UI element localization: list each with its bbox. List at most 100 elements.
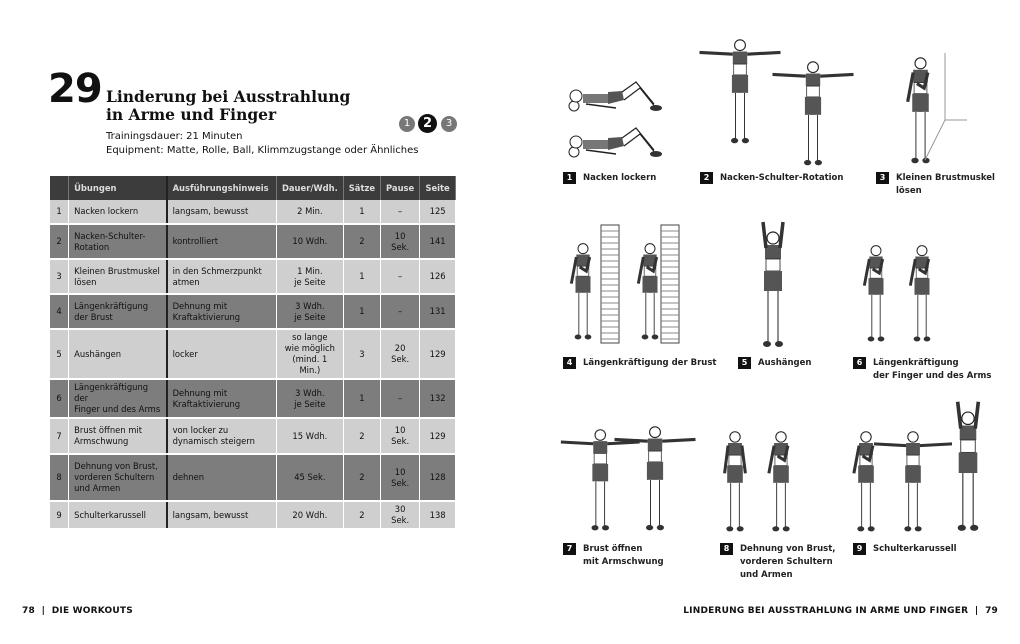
- exercise-number: 1: [563, 172, 576, 184]
- table-cell: –: [380, 259, 421, 295]
- table-cell: 5: [50, 329, 70, 380]
- table-cell: 2 Min.: [276, 200, 344, 225]
- table-cell: 30 Sek.: [380, 501, 421, 530]
- table-cell: 1: [343, 200, 382, 225]
- table-cell: –: [380, 379, 421, 419]
- exercise-caption: 5 Aushängen: [738, 357, 811, 370]
- table-cell: langsam, bewusst: [166, 200, 277, 225]
- equipment: Equipment: Matte, Rolle, Ball, Klimmzugs…: [106, 145, 419, 156]
- chapter-number: 29: [48, 66, 103, 112]
- table-cell: Längenkräftigung der Finger und des Arms: [68, 379, 168, 419]
- exercise-caption: 9 Schulterkarussell: [853, 543, 957, 556]
- exercise-illustration: [761, 221, 785, 347]
- table-cell: 2: [343, 454, 382, 502]
- exercise-illustration: [955, 401, 981, 531]
- table-cell: 2: [343, 224, 382, 260]
- table-cell: 3: [343, 329, 382, 380]
- table-cell: Dehnung von Brust, vorderen Schultern un…: [68, 454, 168, 502]
- table-cell: Kleinen Brustmuskel lösen: [68, 259, 168, 295]
- column-header: Ausführungshinweis: [166, 176, 277, 200]
- table-cell: so lange wie möglich (mind. 1 Min.): [276, 329, 344, 380]
- exercise-illustration: [568, 81, 662, 112]
- exercise-label-2: vorderen Schultern und Armen: [740, 557, 833, 580]
- table-cell: Längenkräftigung der Brust: [68, 294, 168, 330]
- wall-bars-illustration: [660, 224, 680, 344]
- table-cell: 2: [343, 501, 382, 530]
- table-cell: 8: [50, 454, 70, 502]
- exercise-illustration: [908, 245, 931, 342]
- column-header: Übungen: [68, 176, 168, 200]
- exercise-number: 9: [853, 543, 866, 555]
- footer-right: LINDERUNG BEI AUSSTRAHLUNG IN ARME UND F…: [683, 606, 998, 616]
- table-cell: 1 Min. je Seite: [276, 259, 344, 295]
- training-duration: Trainingsdauer: 21 Minuten: [106, 131, 243, 142]
- level-badge-2-active: 2: [418, 114, 437, 133]
- column-header: Sätze: [343, 176, 382, 200]
- exercise-illustration: [699, 39, 781, 144]
- table-cell: Nacken lockern: [68, 200, 168, 225]
- exercise-illustration: [560, 429, 640, 531]
- exercise-label: Kleinen Brustmuskel: [896, 173, 995, 183]
- exercise-number: 4: [563, 357, 576, 369]
- table-cell: 1: [343, 259, 382, 295]
- exercise-illustration: [767, 431, 790, 532]
- footer-left: 78 | DIE WORKOUTS: [22, 606, 133, 616]
- exercise-illustration: [636, 243, 659, 340]
- table-cell: 3: [50, 259, 70, 295]
- table-cell: 1: [50, 200, 70, 225]
- page-title: Linderung bei Ausstrahlung in Arme und F…: [106, 88, 350, 124]
- wall-illustration: [924, 53, 967, 161]
- table-cell: 7: [50, 418, 70, 455]
- table-cell: locker: [166, 329, 277, 380]
- table-cell: 126: [419, 259, 456, 295]
- table-cell: Schulterkarussell: [68, 501, 168, 530]
- exercise-label: Brust öffnen: [583, 544, 643, 554]
- column-header: Pause: [380, 176, 421, 200]
- exercise-number: 5: [738, 357, 751, 369]
- footer-section: DIE WORKOUTS: [51, 606, 133, 616]
- title-line-2: in Arme und Finger: [106, 105, 277, 124]
- exercise-illustration: [905, 57, 930, 164]
- column-header: Dauer/Wdh.: [276, 176, 344, 200]
- exercise-label: Dehnung von Brust,: [740, 544, 836, 554]
- table-cell: dehnen: [166, 454, 277, 502]
- table-cell: langsam, bewusst: [166, 501, 277, 530]
- column-header: Seite: [419, 176, 456, 200]
- table-cell: Dehnung mit Kraftaktivierung: [166, 379, 277, 419]
- wall-bars-illustration: [600, 224, 620, 344]
- workout-meta: Trainingsdauer: 21 Minuten Equipment: Ma…: [106, 130, 419, 158]
- table-cell: 9: [50, 501, 70, 530]
- table-cell: 20 Wdh.: [276, 501, 344, 530]
- exercise-label: Aushängen: [758, 358, 812, 368]
- table-cell: 125: [419, 200, 456, 225]
- table-cell: 10 Sek.: [380, 224, 421, 260]
- table-cell: 138: [419, 501, 456, 530]
- exercise-illustration: [614, 426, 696, 531]
- exercise-label: Längenkräftigung der Brust: [583, 358, 717, 368]
- table-cell: 10 Wdh.: [276, 224, 344, 260]
- exercise-label: Schulterkarussell: [873, 544, 957, 554]
- table-cell: Dehnung mit Kraftaktivierung: [166, 294, 277, 330]
- table-cell: 15 Wdh.: [276, 418, 344, 455]
- exercise-caption: 4 Längenkräftigung der Brust: [563, 357, 716, 370]
- page-number: 78: [22, 606, 35, 616]
- table-cell: 3 Wdh. je Seite: [276, 294, 344, 330]
- table-cell: 1: [343, 379, 382, 419]
- table-cell: –: [380, 200, 421, 225]
- exercise-illustration: [852, 431, 875, 532]
- exercise-label: Nacken-Schulter-Rotation: [720, 173, 844, 183]
- table-cell: 10 Sek.: [380, 418, 421, 455]
- column-header: [50, 176, 70, 200]
